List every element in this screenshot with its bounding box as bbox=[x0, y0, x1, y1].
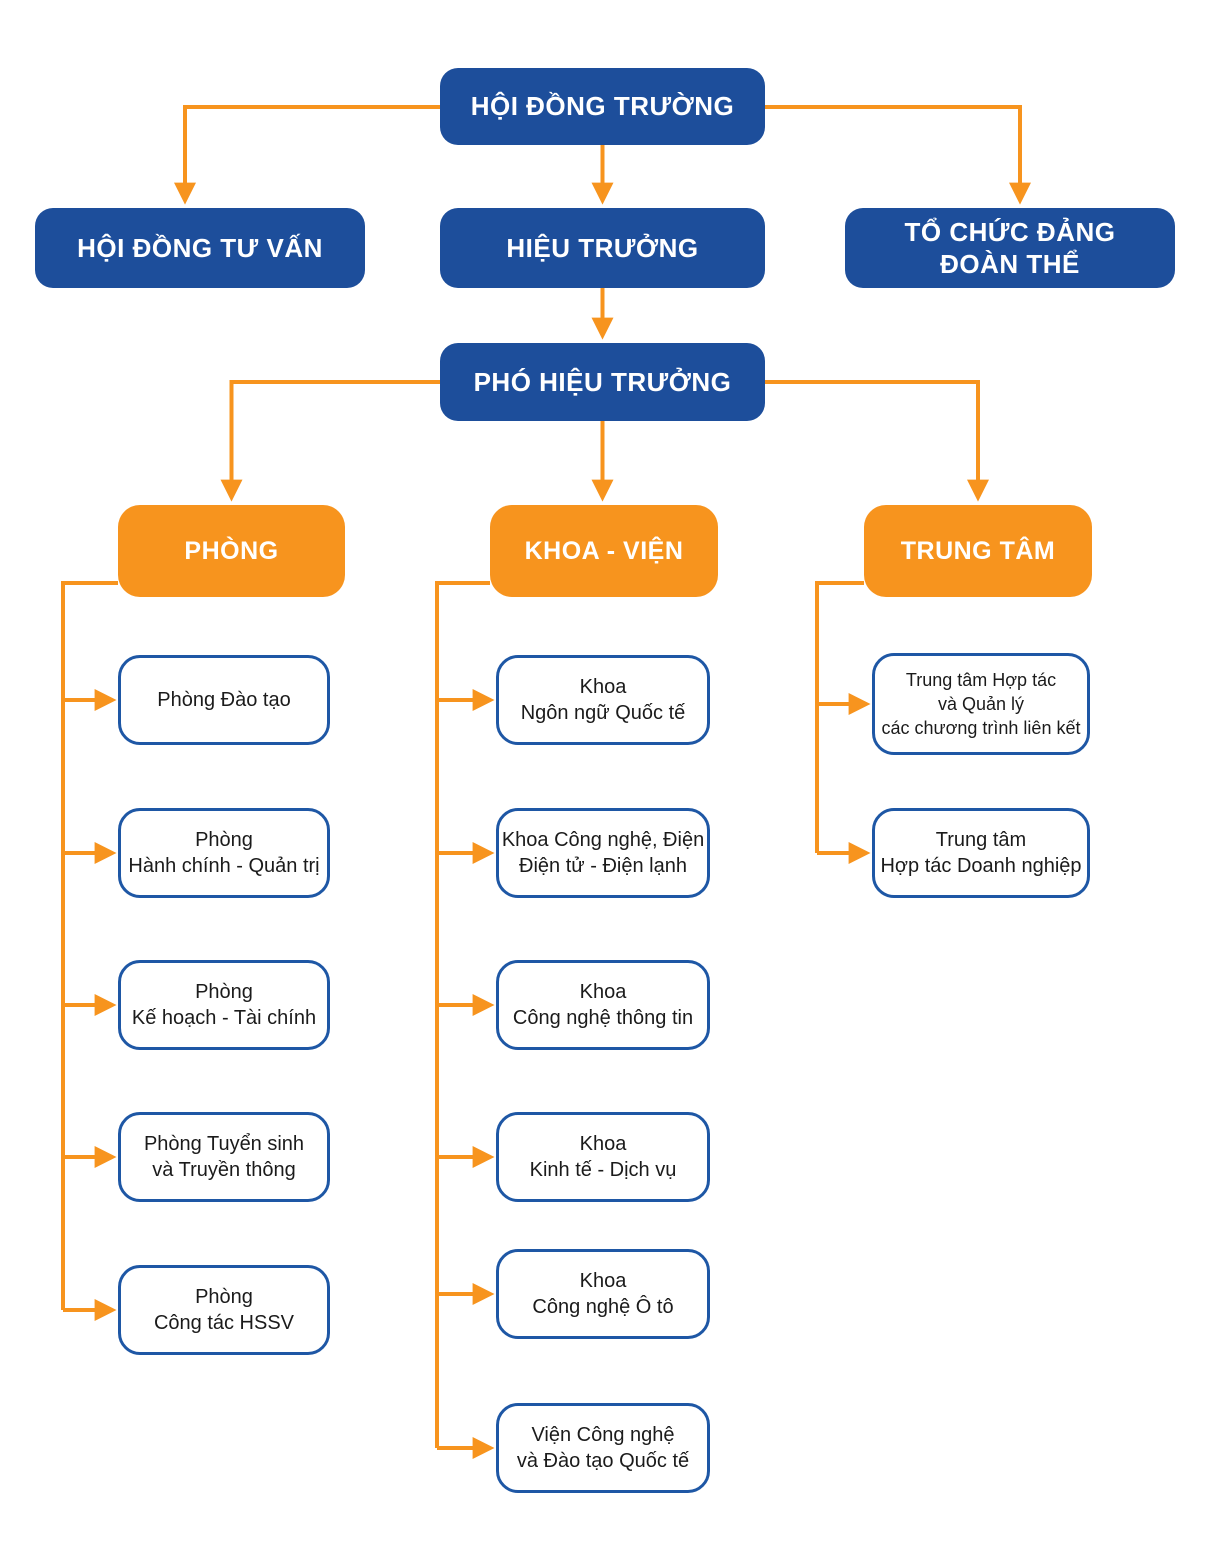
node-trung-tam-hop-tac-quan-ly-lien-ket: Trung tâm Hợp tác và Quản lý các chương … bbox=[872, 653, 1090, 755]
node-khoa-cong-nghe-dien: Khoa Công nghệ, Điện Điện tử - Điện lạnh bbox=[496, 808, 710, 898]
node-advisory-council-label: HỘI ĐỒNG TƯ VẤN bbox=[77, 232, 323, 263]
node-phong-dao-tao-label: Phòng Đào tạo bbox=[157, 689, 291, 711]
node-khoa-ngon-ngu-quoc-te-label: Khoa Ngôn ngữ Quốc tế bbox=[520, 676, 686, 724]
node-phong-ke-hoach-tai-chinh: Phòng Kế hoạch - Tài chính bbox=[118, 960, 330, 1050]
node-khoa-kinh-te-dich-vu: Khoa Kinh tế - Dịch vụ bbox=[496, 1112, 710, 1202]
node-khoa-cong-nghe-dien-label: Khoa Công nghệ, Điện Điện tử - Điện lạnh bbox=[501, 829, 705, 877]
node-phong-cong-tac-hssv-label: Phòng Công tác HSSV bbox=[153, 1286, 295, 1334]
group-header-trung-tam-label: TRUNG TÂM bbox=[900, 536, 1056, 565]
node-principal-label: HIỆU TRƯỞNG bbox=[506, 232, 699, 263]
node-trung-tam-hop-tac-doanh-nghiep: Trung tâm Hợp tác Doanh nghiệp bbox=[872, 808, 1090, 898]
node-phong-tuyen-sinh-truyen-thong-label: Phòng Tuyển sinh và Truyền thông bbox=[143, 1133, 305, 1181]
node-khoa-ngon-ngu-quoc-te: Khoa Ngôn ngữ Quốc tế bbox=[496, 655, 710, 745]
group-header-khoa-vien: KHOA - VIỆN bbox=[490, 505, 718, 597]
node-vice-principal-label: PHÓ HIỆU TRƯỞNG bbox=[473, 366, 732, 397]
node-vien-cong-nghe-dao-tao-quoc-te: Viện Công nghệ và Đào tạo Quốc tế bbox=[496, 1403, 710, 1493]
node-khoa-cong-nghe-o-to-label: Khoa Công nghệ Ô tô bbox=[532, 1270, 674, 1318]
node-khoa-kinh-te-dich-vu-label: Khoa Kinh tế - Dịch vụ bbox=[529, 1133, 677, 1181]
node-vice-principal: PHÓ HIỆU TRƯỞNG bbox=[440, 343, 765, 421]
node-phong-hanh-chinh-quan-tri-label: Phòng Hành chính - Quản trị bbox=[128, 829, 320, 877]
node-khoa-cong-nghe-thong-tin: Khoa Công nghệ thông tin bbox=[496, 960, 710, 1050]
group-header-khoa-vien-label: KHOA - VIỆN bbox=[524, 536, 684, 565]
node-khoa-cong-nghe-o-to: Khoa Công nghệ Ô tô bbox=[496, 1249, 710, 1339]
node-vien-cong-nghe-dao-tao-quoc-te-label: Viện Công nghệ và Đào tạo Quốc tế bbox=[516, 1424, 690, 1472]
node-phong-ke-hoach-tai-chinh-label: Phòng Kế hoạch - Tài chính bbox=[131, 981, 317, 1029]
node-phong-cong-tac-hssv: Phòng Công tác HSSV bbox=[118, 1265, 330, 1355]
node-school-council: HỘI ĐỒNG TRƯỜNG bbox=[440, 68, 765, 145]
node-party-organization-label: TỔ CHỨC ĐẢNG ĐOÀN THỂ bbox=[904, 216, 1116, 280]
node-phong-dao-tao: Phòng Đào tạo bbox=[118, 655, 330, 745]
group-header-trung-tam: TRUNG TÂM bbox=[864, 505, 1092, 597]
node-school-council-label: HỘI ĐỒNG TRƯỜNG bbox=[470, 91, 735, 122]
node-principal: HIỆU TRƯỞNG bbox=[440, 208, 765, 288]
group-header-phong-label: PHÒNG bbox=[184, 536, 279, 565]
node-phong-hanh-chinh-quan-tri: Phòng Hành chính - Quản trị bbox=[118, 808, 330, 898]
group-header-phong: PHÒNG bbox=[118, 505, 345, 597]
node-khoa-cong-nghe-thong-tin-label: Khoa Công nghệ thông tin bbox=[512, 981, 694, 1029]
node-trung-tam-hop-tac-quan-ly-lien-ket-label: Trung tâm Hợp tác và Quản lý các chương … bbox=[881, 669, 1081, 739]
node-phong-tuyen-sinh-truyen-thong: Phòng Tuyển sinh và Truyền thông bbox=[118, 1112, 330, 1202]
node-advisory-council: HỘI ĐỒNG TƯ VẤN bbox=[35, 208, 365, 288]
node-trung-tam-hop-tac-doanh-nghiep-label: Trung tâm Hợp tác Doanh nghiệp bbox=[880, 829, 1082, 877]
node-party-organization: TỔ CHỨC ĐẢNG ĐOÀN THỂ bbox=[845, 208, 1175, 288]
